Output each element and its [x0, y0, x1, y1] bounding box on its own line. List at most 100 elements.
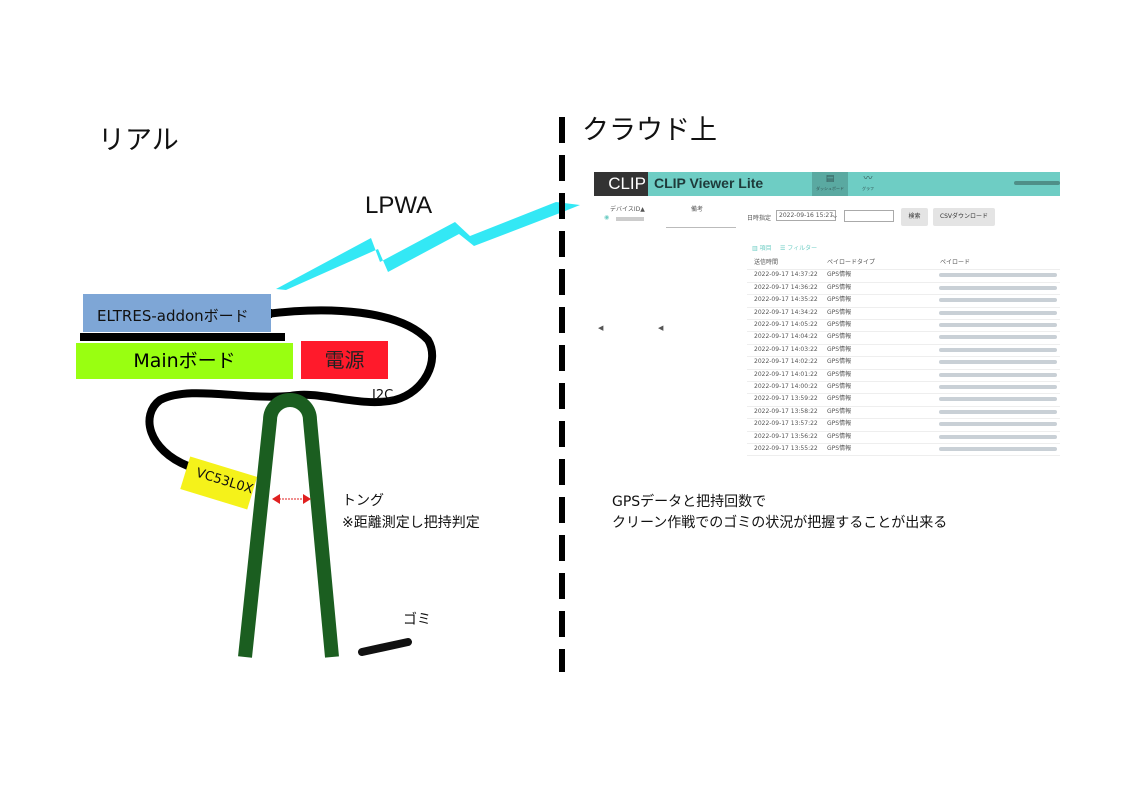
cell-time: 2022-09-17 14:01:22: [754, 370, 818, 378]
garbage-item: [358, 638, 412, 656]
cell-type: GPS情報: [827, 383, 852, 390]
device-radio[interactable]: ◉: [604, 214, 610, 221]
cell-type: GPS情報: [827, 283, 852, 291]
i2c-cable: [145, 306, 437, 470]
cell-time: 2022-09-17 14:37:22: [754, 271, 818, 279]
left-arrow-icon[interactable]: ◀: [658, 324, 664, 332]
cell-time: 2022-09-17 14:02:22: [754, 358, 818, 366]
col-header-type[interactable]: ペイロードタイプ: [827, 259, 876, 266]
date-from-input[interactable]: 2022-09-16 15:27: [776, 210, 837, 221]
cell-payload: [939, 372, 1057, 377]
graph-icon: 〰: [863, 174, 873, 184]
cell-payload: [939, 335, 1057, 340]
cell-payload: [939, 447, 1057, 451]
date-to-input[interactable]: [844, 210, 894, 222]
cell-time: 2022-09-17 13:55:22: [754, 445, 818, 452]
cell-time: 2022-09-17 14:00:22: [754, 383, 818, 390]
tilde: ～: [831, 214, 838, 221]
table-row[interactable]: 2022-09-17 14:34:22 GPS情報: [747, 307, 1060, 320]
table-row[interactable]: 2022-09-17 14:01:22 GPS情報: [747, 369, 1060, 382]
table-row[interactable]: 2022-09-17 14:02:22 GPS情報: [747, 356, 1060, 370]
nav-dashboard[interactable]: ▤ダッシュボード: [812, 172, 848, 196]
table-row[interactable]: 2022-09-17 14:37:22 GPS情報: [747, 269, 1060, 283]
col-header-payload[interactable]: ペイロード: [940, 259, 971, 266]
left-title: リアル: [98, 125, 179, 156]
note-input[interactable]: [666, 227, 736, 228]
clip-logo: CLIP: [594, 172, 648, 196]
cell-type: GPS情報: [827, 321, 852, 328]
table-row[interactable]: 2022-09-17 14:36:22 GPS情報: [747, 282, 1060, 296]
filter-button[interactable]: ☰ フィルター: [780, 245, 818, 252]
cell-payload: [939, 298, 1057, 303]
cell-payload: [939, 409, 1057, 414]
cell-time: 2022-09-17 14:36:22: [754, 283, 818, 291]
table-row[interactable]: 2022-09-17 14:05:22 GPS情報: [747, 319, 1060, 333]
table-row[interactable]: 2022-09-17 14:03:22 GPS情報: [747, 344, 1060, 358]
col-device-id[interactable]: デバイスID▲: [610, 206, 645, 213]
table-row[interactable]: 2022-09-17 14:00:22 GPS情報: [747, 381, 1060, 395]
cell-payload: [939, 360, 1057, 365]
device-id: [616, 217, 644, 221]
table-row[interactable]: 2022-09-17 14:35:22 GPS情報: [747, 294, 1060, 308]
cell-type: GPS情報: [827, 445, 852, 452]
garbage-label: ゴミ: [403, 612, 431, 628]
table-row[interactable]: 2022-09-17 13:59:22 GPS情報: [747, 393, 1060, 407]
caption-line-1: GPSデータと把持回数で: [612, 494, 767, 510]
cell-type: GPS情報: [827, 395, 852, 403]
cell-time: 2022-09-17 13:56:22: [754, 432, 818, 440]
columns-button[interactable]: ▥ 項目: [752, 245, 772, 252]
cell-type: GPS情報: [827, 370, 852, 378]
sensor-vc53l0x: [180, 456, 258, 510]
table-row[interactable]: 2022-09-17 13:56:22 GPS情報: [747, 431, 1060, 444]
date-label: 日時指定: [747, 215, 772, 222]
clip-viewer-screenshot: CLIP CLIP Viewer Lite ▤ダッシュボード 〰グラフ デバイス…: [594, 172, 1060, 462]
table-header: 送信時間 ペイロードタイプ ペイロード: [747, 257, 1060, 271]
nav-graph[interactable]: 〰グラフ: [850, 172, 886, 196]
left-arrow-icon[interactable]: ◀: [598, 324, 604, 332]
tong-label: トング: [342, 493, 384, 509]
cell-type: GPS情報: [827, 296, 852, 304]
tong: [238, 393, 339, 658]
cell-type: GPS情報: [827, 407, 852, 415]
cell-type: GPS情報: [827, 358, 852, 366]
app-title: CLIP Viewer Lite: [654, 175, 764, 191]
cell-payload: [939, 397, 1057, 402]
eltres-label: ELTRES-addonボード: [97, 307, 249, 325]
cell-payload: [939, 385, 1057, 389]
right-title: クラウド上: [582, 115, 717, 146]
cell-payload: [939, 323, 1057, 327]
cell-type: GPS情報: [827, 432, 852, 440]
cell-time: 2022-09-17 14:05:22: [754, 321, 818, 328]
cell-payload: [939, 273, 1057, 278]
cell-time: 2022-09-17 13:58:22: [754, 407, 818, 415]
cell-payload: [939, 434, 1057, 439]
caption-line-2: クリーン作戦でのゴミの状況が把握することが出来る: [612, 515, 948, 531]
cell-time: 2022-09-17 14:03:22: [754, 345, 818, 353]
table-row[interactable]: 2022-09-17 13:57:22 GPS情報: [747, 418, 1060, 432]
cell-type: GPS情報: [827, 333, 852, 341]
cell-payload: [939, 347, 1057, 352]
table-row[interactable]: 2022-09-17 14:04:22 GPS情報: [747, 331, 1060, 345]
main-board: Mainボード: [76, 343, 293, 379]
cell-time: 2022-09-17 14:04:22: [754, 333, 818, 341]
col-note[interactable]: 備考: [691, 206, 704, 213]
table-row[interactable]: 2022-09-17 13:58:22 GPS情報: [747, 406, 1060, 420]
cell-time: 2022-09-17 14:35:22: [754, 296, 818, 304]
app-header: CLIP CLIP Viewer Lite ▤ダッシュボード 〰グラフ: [594, 172, 1060, 196]
user-name[interactable]: [1014, 181, 1060, 185]
table-row[interactable]: 2022-09-17 13:55:22 GPS情報: [747, 443, 1060, 457]
csv-download-button[interactable]: CSVダウンロード: [933, 208, 995, 226]
cell-time: 2022-09-17 13:57:22: [754, 420, 818, 428]
cell-time: 2022-09-17 13:59:22: [754, 395, 818, 403]
lpwa-label: LPWA: [365, 192, 433, 219]
cell-payload: [939, 285, 1057, 290]
cell-type: GPS情報: [827, 420, 852, 428]
col-header-time[interactable]: 送信時間: [754, 259, 779, 266]
cell-time: 2022-09-17 14:34:22: [754, 308, 818, 316]
search-button[interactable]: 検索: [901, 208, 928, 226]
lpwa-lightning-icon: [276, 202, 580, 290]
cell-type: GPS情報: [827, 345, 852, 353]
cell-type: GPS情報: [827, 308, 852, 316]
cell-type: GPS情報: [827, 271, 852, 279]
